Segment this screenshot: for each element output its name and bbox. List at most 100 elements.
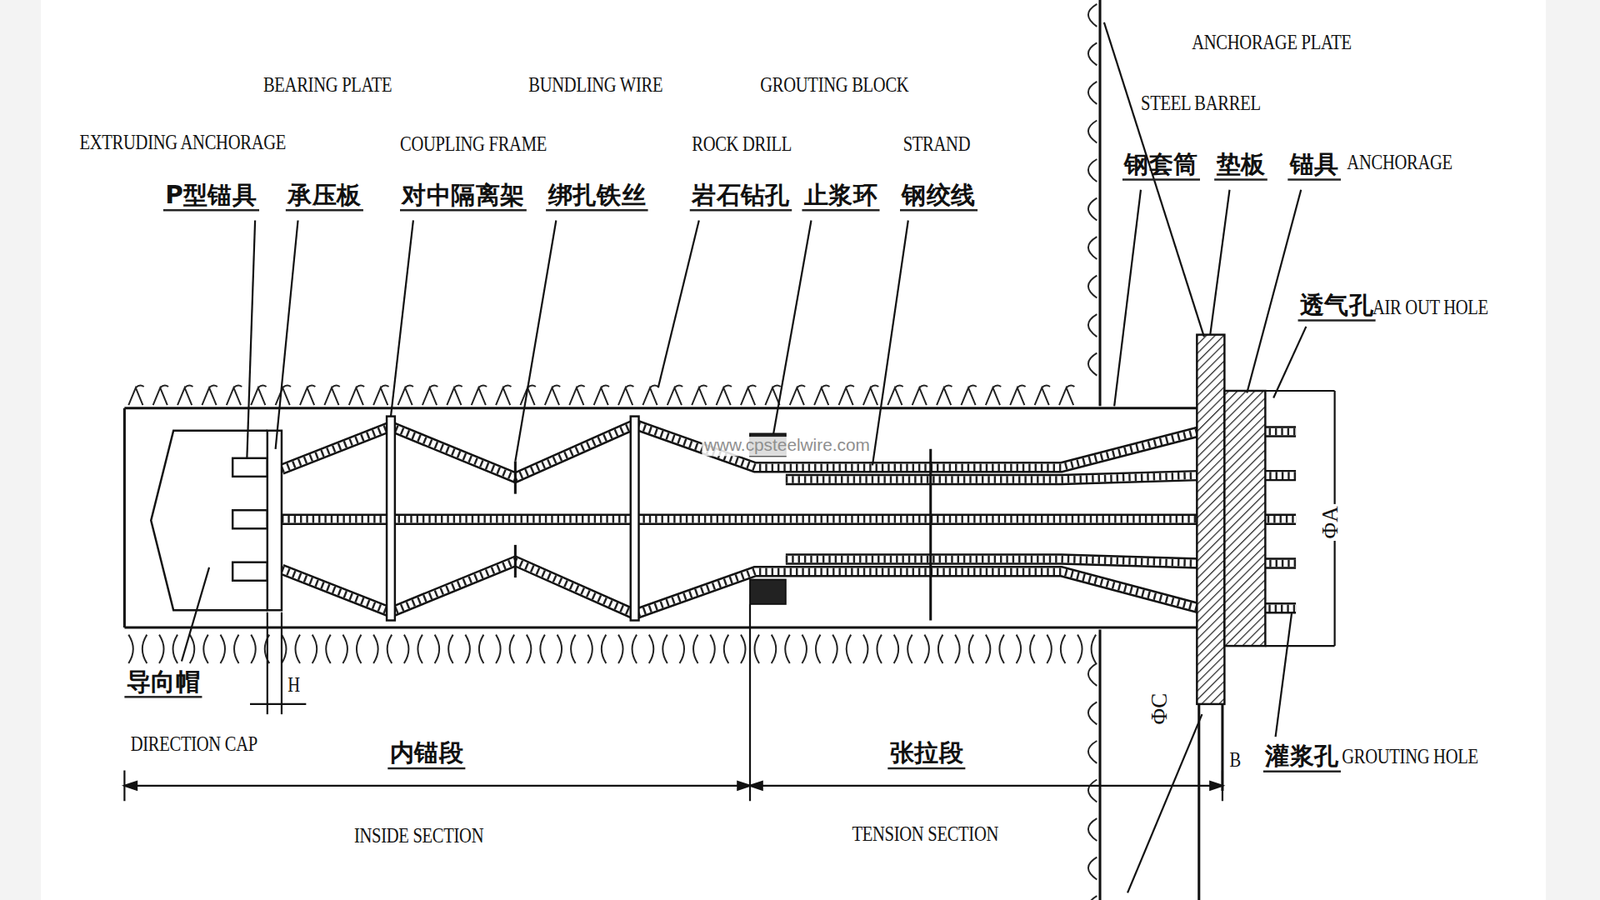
rock-symbol	[281, 635, 300, 664]
anchorage-plate	[1196, 335, 1225, 705]
rock-symbol	[177, 385, 193, 406]
dimension-line	[266, 612, 269, 715]
coupling-frame	[630, 416, 640, 621]
rock-symbol	[275, 385, 291, 406]
leader-line	[1104, 22, 1205, 337]
extruding-anchorage	[232, 458, 268, 581]
rock-symbol	[1010, 385, 1025, 406]
rock-symbol	[373, 385, 389, 406]
coupling-frame	[386, 416, 395, 621]
rock-symbol	[1088, 818, 1097, 841]
leader-line	[515, 220, 556, 461]
part-label: 垫板	[1214, 150, 1268, 181]
rock-symbol	[1088, 275, 1097, 299]
rock-symbol	[1088, 780, 1097, 803]
rock-symbol	[324, 385, 340, 406]
rock-symbol	[557, 635, 576, 664]
rock-symbol	[1088, 159, 1097, 182]
part-label: STRAND	[903, 132, 971, 156]
borehole-wall	[124, 626, 1199, 630]
rock-symbol	[569, 385, 585, 406]
part-label: ANCHORAGE PLATE	[1191, 30, 1352, 55]
direction-cap	[150, 430, 268, 611]
part-label: TENSION SECTION	[851, 822, 999, 846]
rock-symbol	[159, 635, 178, 664]
strand	[281, 560, 1296, 615]
bundling-wire	[929, 449, 932, 621]
borehole-wall	[124, 406, 1199, 410]
rock-symbol	[1088, 857, 1097, 880]
dimension-line	[280, 612, 283, 715]
rock-symbol	[342, 635, 361, 664]
leader-line	[275, 220, 299, 449]
bearing-plate	[267, 430, 282, 611]
rock-face	[1098, 0, 1101, 406]
part-label: 承压板	[285, 181, 364, 212]
rock-symbol	[1088, 120, 1097, 143]
dimension-label: ΦC	[1146, 690, 1172, 727]
dimension-label: ΦA	[1318, 504, 1344, 541]
part-label: 锚具	[1287, 150, 1341, 181]
leader-line	[1210, 190, 1230, 335]
strand	[281, 515, 1296, 524]
part-label: STEEL BARREL	[1140, 91, 1261, 115]
rock-symbol	[832, 635, 851, 664]
strand	[281, 424, 1296, 478]
rock-symbol	[985, 635, 1005, 664]
part-label: DIRECTION CAP	[130, 732, 258, 756]
rock-symbol	[1088, 4, 1097, 27]
extruding-anchorage	[232, 510, 268, 529]
rock-symbol	[526, 635, 545, 664]
rock-symbol	[1088, 353, 1097, 376]
rock-symbol	[220, 635, 239, 664]
strand	[281, 424, 1296, 615]
rock-symbol	[398, 385, 414, 406]
part-label: 钢绞线	[900, 181, 978, 212]
rock-symbol	[226, 385, 242, 406]
part-label: 导向帽	[124, 668, 202, 699]
rock-symbol	[680, 635, 699, 664]
part-label: ANCHORAGE	[1346, 150, 1453, 175]
strand	[281, 514, 1296, 525]
rock-symbol	[667, 385, 683, 406]
direction-cap	[150, 430, 268, 611]
strand	[281, 515, 1296, 524]
part-label: 钢套筒	[1122, 150, 1200, 181]
watermark: www.cpsteelwire.com	[701, 436, 872, 456]
rock-symbol	[863, 635, 882, 664]
leader-line	[181, 567, 210, 662]
bearing-plate	[267, 430, 282, 611]
anchorage	[1224, 390, 1265, 646]
rock-face	[1098, 630, 1101, 900]
part-label: BUNDLING WIRE	[528, 73, 663, 97]
extruding-anchorage	[232, 562, 268, 581]
grouting-block	[750, 580, 786, 605]
rock-symbol	[887, 385, 903, 406]
strand	[281, 424, 1296, 478]
leader-line	[246, 220, 255, 460]
part-label: 灌浆孔	[1263, 742, 1341, 773]
part-label: 止浆环	[801, 181, 880, 212]
strand	[281, 424, 1296, 478]
rock-symbol	[1059, 385, 1075, 406]
rock-symbol	[128, 635, 147, 664]
rock-symbol	[955, 635, 974, 664]
rock-symbol	[801, 635, 820, 664]
bundling-wire	[515, 449, 930, 621]
rock-symbol	[435, 635, 454, 664]
rock-symbol	[1088, 42, 1097, 65]
part-label: GROUTING BLOCK	[760, 73, 909, 97]
rock-symbol	[190, 635, 209, 664]
rock-symbol	[839, 385, 855, 406]
dimension-line	[1265, 645, 1335, 647]
leader-line	[390, 220, 414, 416]
rock-symbol	[618, 635, 637, 664]
leader-line	[1275, 612, 1293, 737]
rock-symbol	[1088, 314, 1097, 337]
rock-symbol	[924, 635, 943, 664]
part-label: 岩石钻孔	[690, 181, 792, 212]
part-label: 对中隔离架	[400, 181, 527, 212]
rock-symbol	[373, 635, 392, 664]
